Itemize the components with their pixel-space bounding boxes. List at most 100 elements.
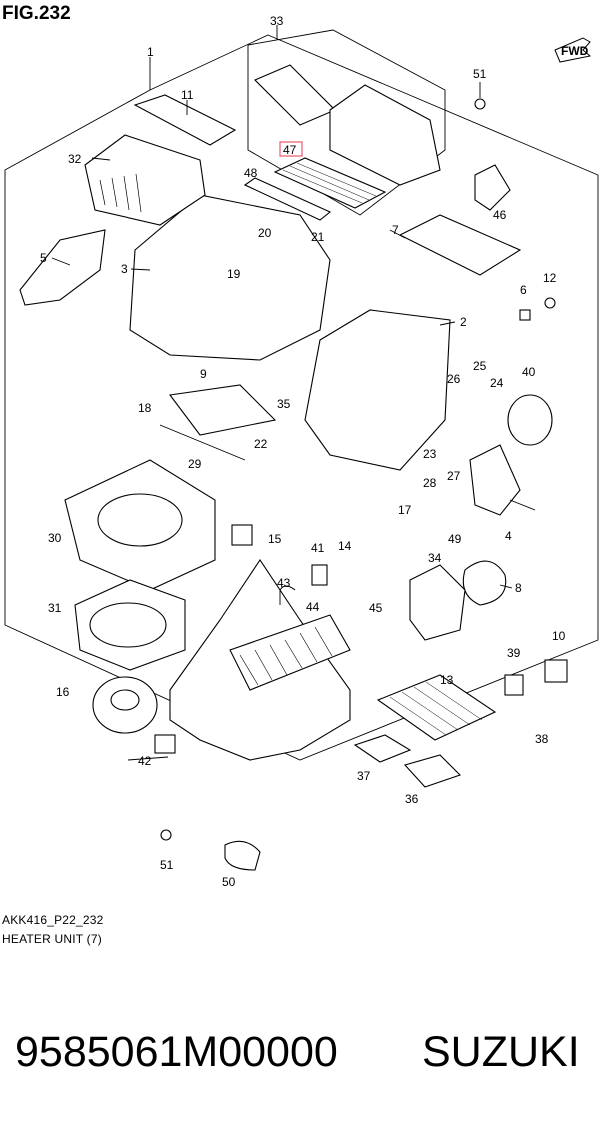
hose-50 [224,840,261,871]
callout-13: 13 [440,673,454,687]
callout-3: 3 [121,262,128,276]
gasket-11 [133,94,237,146]
callout-21: 21 [311,230,325,244]
callout-48: 48 [244,166,258,180]
callout-51-top: 51 [473,67,487,81]
callout-23: 23 [423,447,437,461]
callout-51-bottom: 51 [160,858,174,872]
callout-49: 49 [448,532,462,546]
heater-core-fins [389,681,483,736]
heater-core-13 [376,674,497,741]
figure-caption: HEATER UNIT (7) [2,932,102,946]
callout-27: 27 [447,469,461,483]
callout-41: 41 [311,541,325,555]
heater-unit-exploded-diagram: FWD 1 2 3 4 5 6 7 8 9 10 11 12 13 14 15 … [4,14,599,889]
duct-5 [19,229,106,306]
nut-51-bottom [160,829,172,841]
blower-motor-hub [110,689,140,711]
callout-9: 9 [200,367,207,381]
callout-39: 39 [507,646,521,660]
washer-12 [544,297,556,309]
callout-5: 5 [40,251,47,265]
blower-scroll-lower [89,602,167,648]
valve-41 [311,564,328,586]
callout-20: 20 [258,226,272,240]
air-filter-highlight-47 [279,141,303,157]
gasket-7 [398,214,522,276]
nut-51-top [474,98,486,110]
screw-6 [519,309,531,321]
callout-45: 45 [369,601,383,615]
callout-10: 10 [552,629,566,643]
duct-vanes-32 [99,173,142,213]
callout-15: 15 [268,532,282,546]
callout-26: 26 [447,372,461,386]
duct-left-32 [84,134,206,226]
callout-38: 38 [535,732,549,746]
bracket-10 [544,659,568,683]
callout-2: 2 [460,315,467,329]
callout-32: 32 [68,152,82,166]
callout-22: 22 [254,437,268,451]
callout-35: 35 [277,397,291,411]
callout-17: 17 [398,503,412,517]
callout-28: 28 [423,476,437,490]
callout-25: 25 [473,359,487,373]
evaporator-fins [239,626,333,686]
heater-case-main [129,194,331,361]
svg-text:FWD: FWD [561,44,589,58]
callout-18: 18 [138,401,152,415]
air-filter-pleats [282,162,377,204]
callout-1: 1 [147,45,154,59]
callout-44: 44 [306,600,320,614]
bracket-39 [504,674,524,696]
callout-6: 6 [520,283,527,297]
callout-12: 12 [543,271,557,285]
callout-11: 11 [181,88,194,102]
pipe-22 [169,384,277,436]
blower-resistor [154,734,176,754]
sensor-15 [231,524,253,546]
callout-16: 16 [56,685,70,699]
door-37 [353,734,412,763]
lever-46 [474,164,511,211]
leader-lines [51,25,536,761]
figure-code: AKK416_P22_232 [2,913,104,927]
callout-30: 30 [48,531,62,545]
callout-7: 7 [392,223,399,237]
case-34 [409,564,466,641]
intake-case-33 [329,84,441,186]
pipe-43 [279,585,296,605]
callout-46: 46 [493,208,507,222]
callout-labels: 1 2 3 4 5 6 7 8 9 10 11 12 13 14 15 16 1… [40,14,566,889]
seal-8 [462,560,507,606]
intake-door-33 [254,64,336,126]
callout-19: 19 [227,267,241,281]
upper-case-frame [247,29,446,216]
callout-36: 36 [405,792,419,806]
callout-14: 14 [338,539,352,553]
callout-4: 4 [505,529,512,543]
callout-40: 40 [522,365,536,379]
callout-33: 33 [270,14,284,28]
callout-42: 42 [138,754,152,768]
evaporator-core [229,614,351,691]
callout-50: 50 [222,875,236,889]
callout-34: 34 [428,551,442,565]
figure-title: FIG.232 [2,3,71,24]
part-number: 9585061M00000 [15,1028,338,1076]
callout-8: 8 [515,581,522,595]
case-right-2 [304,309,451,471]
door-36 [403,754,462,788]
filter-cover-48 [243,177,332,221]
callout-37: 37 [357,769,371,783]
callout-24: 24 [490,376,504,390]
callout-29: 29 [188,457,202,471]
actuator-40 [507,394,553,446]
fwd-arrow-icon: FWD [554,37,592,63]
blower-scroll-upper [97,493,183,547]
callout-43: 43 [277,576,291,590]
duct-4 [469,444,521,516]
shaft-29 [159,424,246,461]
callout-47: 47 [283,143,297,157]
